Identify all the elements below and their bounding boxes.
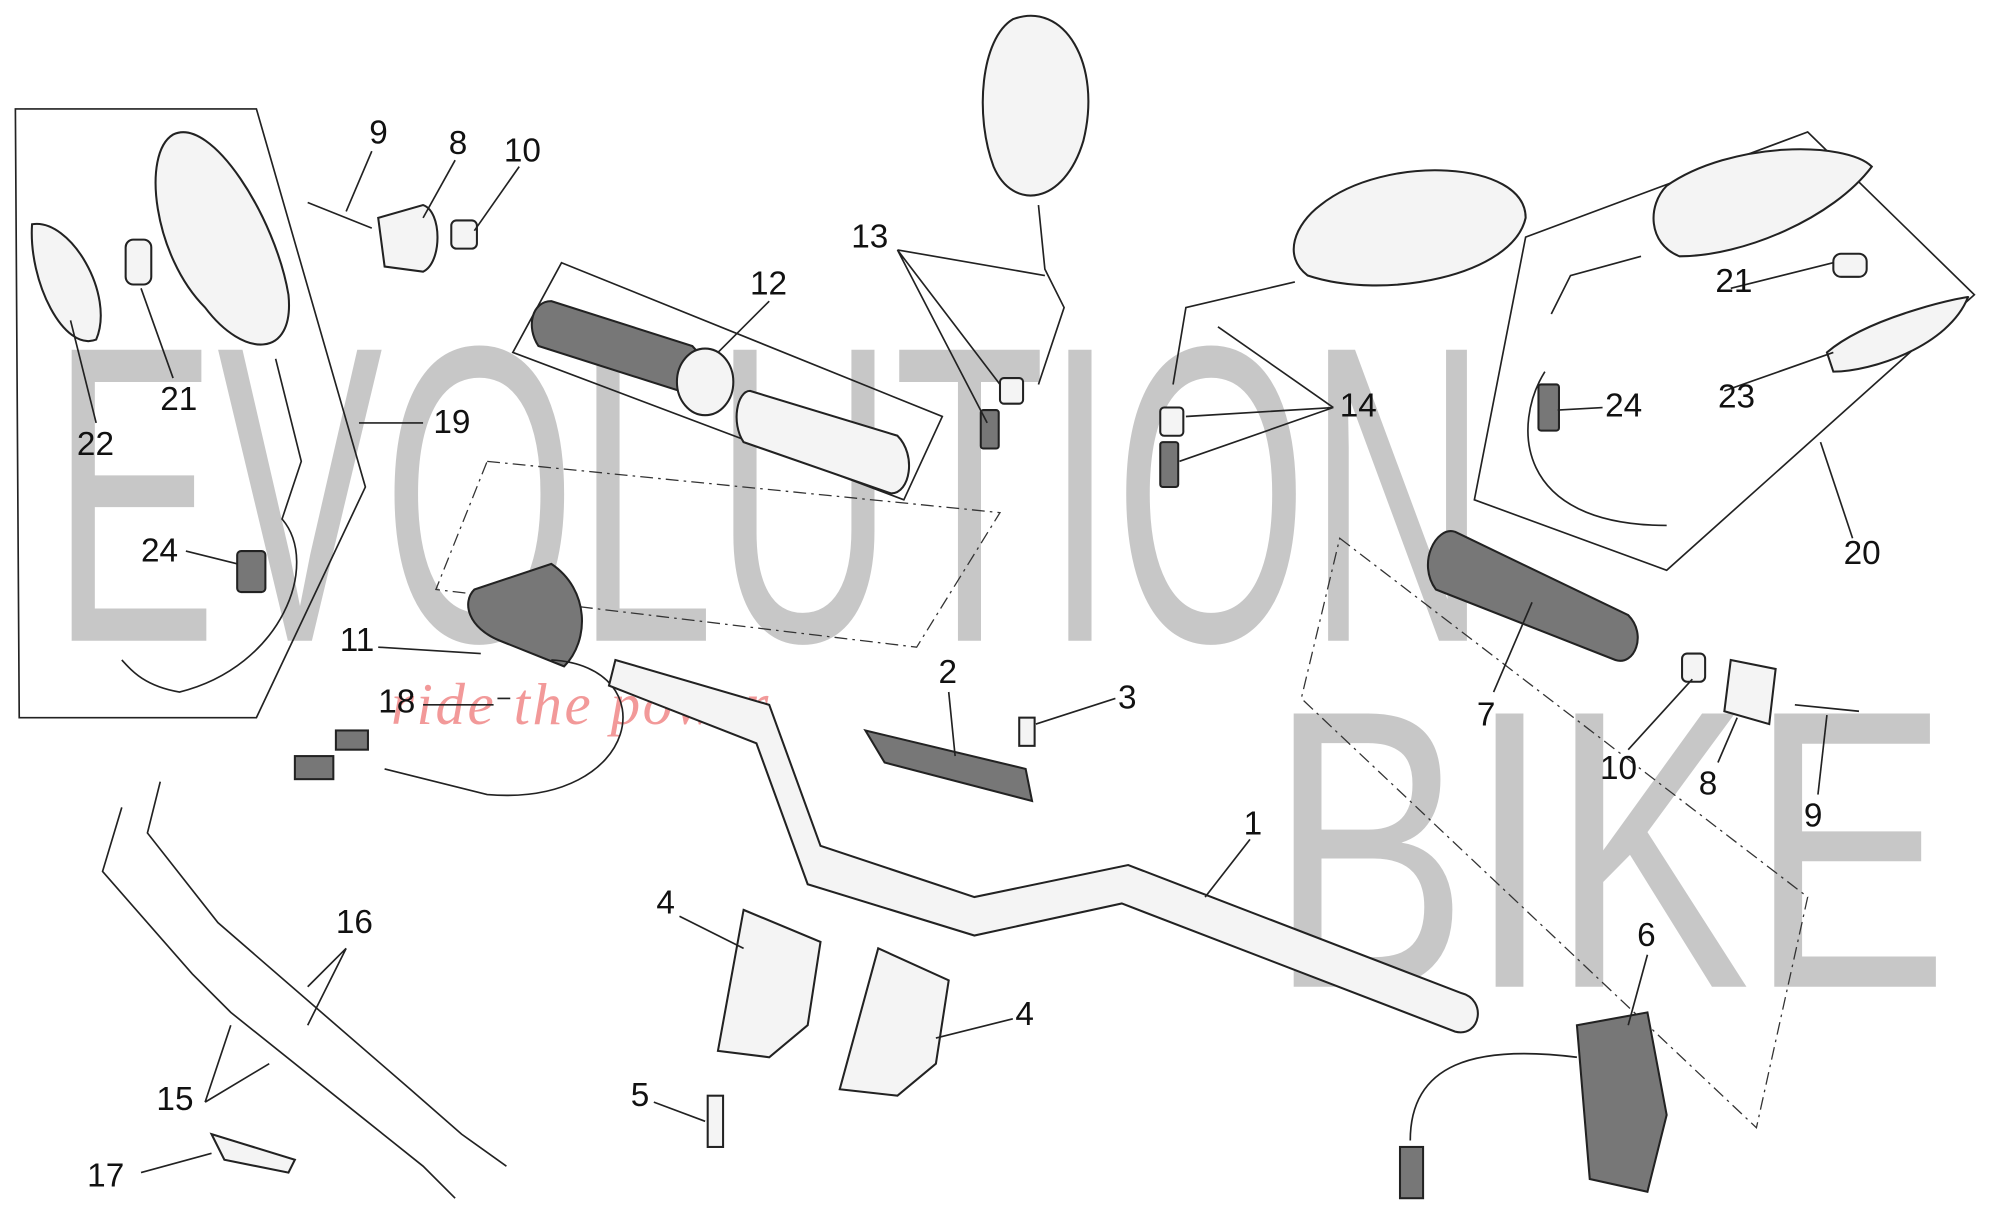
callout-10-right: 10	[1600, 750, 1637, 787]
right-mirror-kit-box	[1473, 131, 1976, 572]
callout-4-lower: 4	[1015, 996, 1034, 1033]
callout-2: 2	[938, 654, 957, 691]
left-mirror	[30, 131, 303, 693]
callout-20: 20	[1844, 535, 1881, 572]
callout-21-left: 21	[160, 381, 197, 418]
callout-19: 19	[433, 404, 470, 441]
riser-bolt	[706, 1094, 725, 1148]
callout-24-left: 24	[141, 532, 178, 569]
center-mirror	[979, 14, 1090, 450]
screw	[1018, 716, 1036, 747]
callout-1: 1	[1244, 805, 1263, 842]
callout-8-right: 8	[1699, 766, 1718, 803]
right-switch	[1398, 1011, 1668, 1200]
handlebar-cover	[863, 728, 1034, 803]
callout-3: 3	[1118, 680, 1137, 717]
riser-lower	[838, 946, 950, 1097]
callout-11: 11	[340, 622, 375, 659]
right-grip-parts	[1426, 530, 1860, 726]
leader-lines	[69, 150, 1854, 1174]
riser-upper	[716, 908, 822, 1059]
handlebar	[607, 658, 1479, 1034]
callout-12: 12	[750, 266, 787, 303]
callout-labels: 9 8 10 12 13 14 21 24 23 20 22 21 19 24 …	[77, 115, 1881, 1195]
callout-9: 9	[369, 115, 388, 152]
throttle-cables	[101, 781, 507, 1199]
callout-24-right: 24	[1605, 387, 1642, 424]
grip-kit-box	[511, 261, 944, 501]
callout-16: 16	[336, 904, 373, 941]
left-mirror-kit-box	[14, 108, 367, 719]
callout-13: 13	[851, 218, 888, 255]
callout-10: 10	[504, 132, 541, 169]
right-switch-dash-box	[1300, 537, 1809, 1129]
callout-23: 23	[1718, 379, 1755, 416]
callout-8: 8	[449, 125, 468, 162]
callout-6: 6	[1637, 917, 1656, 954]
callout-4-upper: 4	[656, 885, 675, 922]
left-switch	[293, 562, 624, 797]
callout-22: 22	[77, 426, 114, 463]
left-grip-parts	[307, 201, 911, 495]
callout-17: 17	[87, 1158, 124, 1195]
left-switch-dash-box	[434, 460, 1002, 648]
callout-14: 14	[1340, 387, 1377, 424]
callout-21-right: 21	[1715, 263, 1752, 300]
callout-9-right: 9	[1804, 798, 1823, 835]
watermark-bike: BIKE	[1269, 628, 1948, 1072]
callout-18: 18	[378, 684, 415, 721]
callout-7: 7	[1477, 696, 1496, 733]
callout-15: 15	[156, 1081, 193, 1118]
right-mirror	[1159, 148, 1969, 527]
callout-5: 5	[631, 1077, 650, 1114]
